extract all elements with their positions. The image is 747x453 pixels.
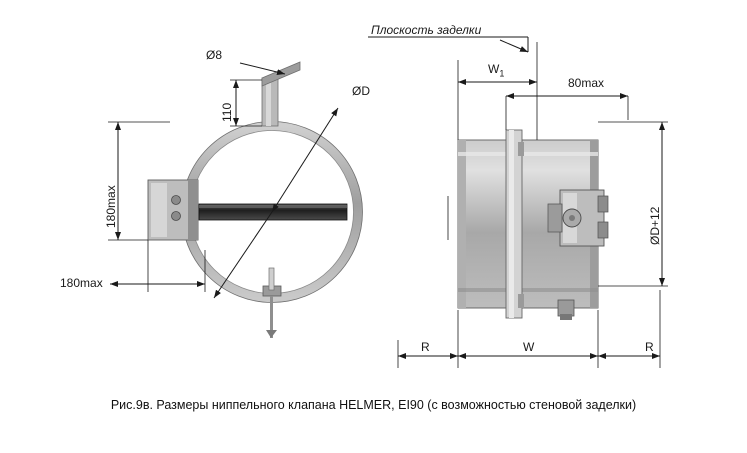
- label-w1-sub: 1: [499, 68, 505, 79]
- label-r-right: R: [645, 340, 654, 354]
- label-w1: W1: [488, 62, 504, 78]
- label-hole-diameter: Ø8: [206, 48, 223, 62]
- left-view-dimensions: [108, 62, 339, 299]
- right-view-geometry: [457, 129, 609, 320]
- figure-caption: Рис.9в. Размеры ниппельного клапана HELM…: [110, 398, 637, 412]
- label-w1-main: W: [488, 62, 500, 76]
- label-duct-diameter: ØD: [352, 84, 370, 98]
- label-horizontal-180max: 180max: [60, 276, 103, 290]
- left-view-geometry: [147, 61, 363, 338]
- right-view-dimensions: [368, 36, 668, 368]
- label-height-110: 110: [220, 102, 234, 122]
- label-r-left: R: [421, 340, 430, 354]
- label-vertical-180max: 180max: [104, 185, 118, 228]
- label-seal-plane: Плоскость заделки: [371, 23, 482, 37]
- label-outer-diameter: ØD+12: [648, 206, 662, 245]
- label-80max: 80max: [568, 76, 605, 90]
- label-w: W: [523, 340, 535, 354]
